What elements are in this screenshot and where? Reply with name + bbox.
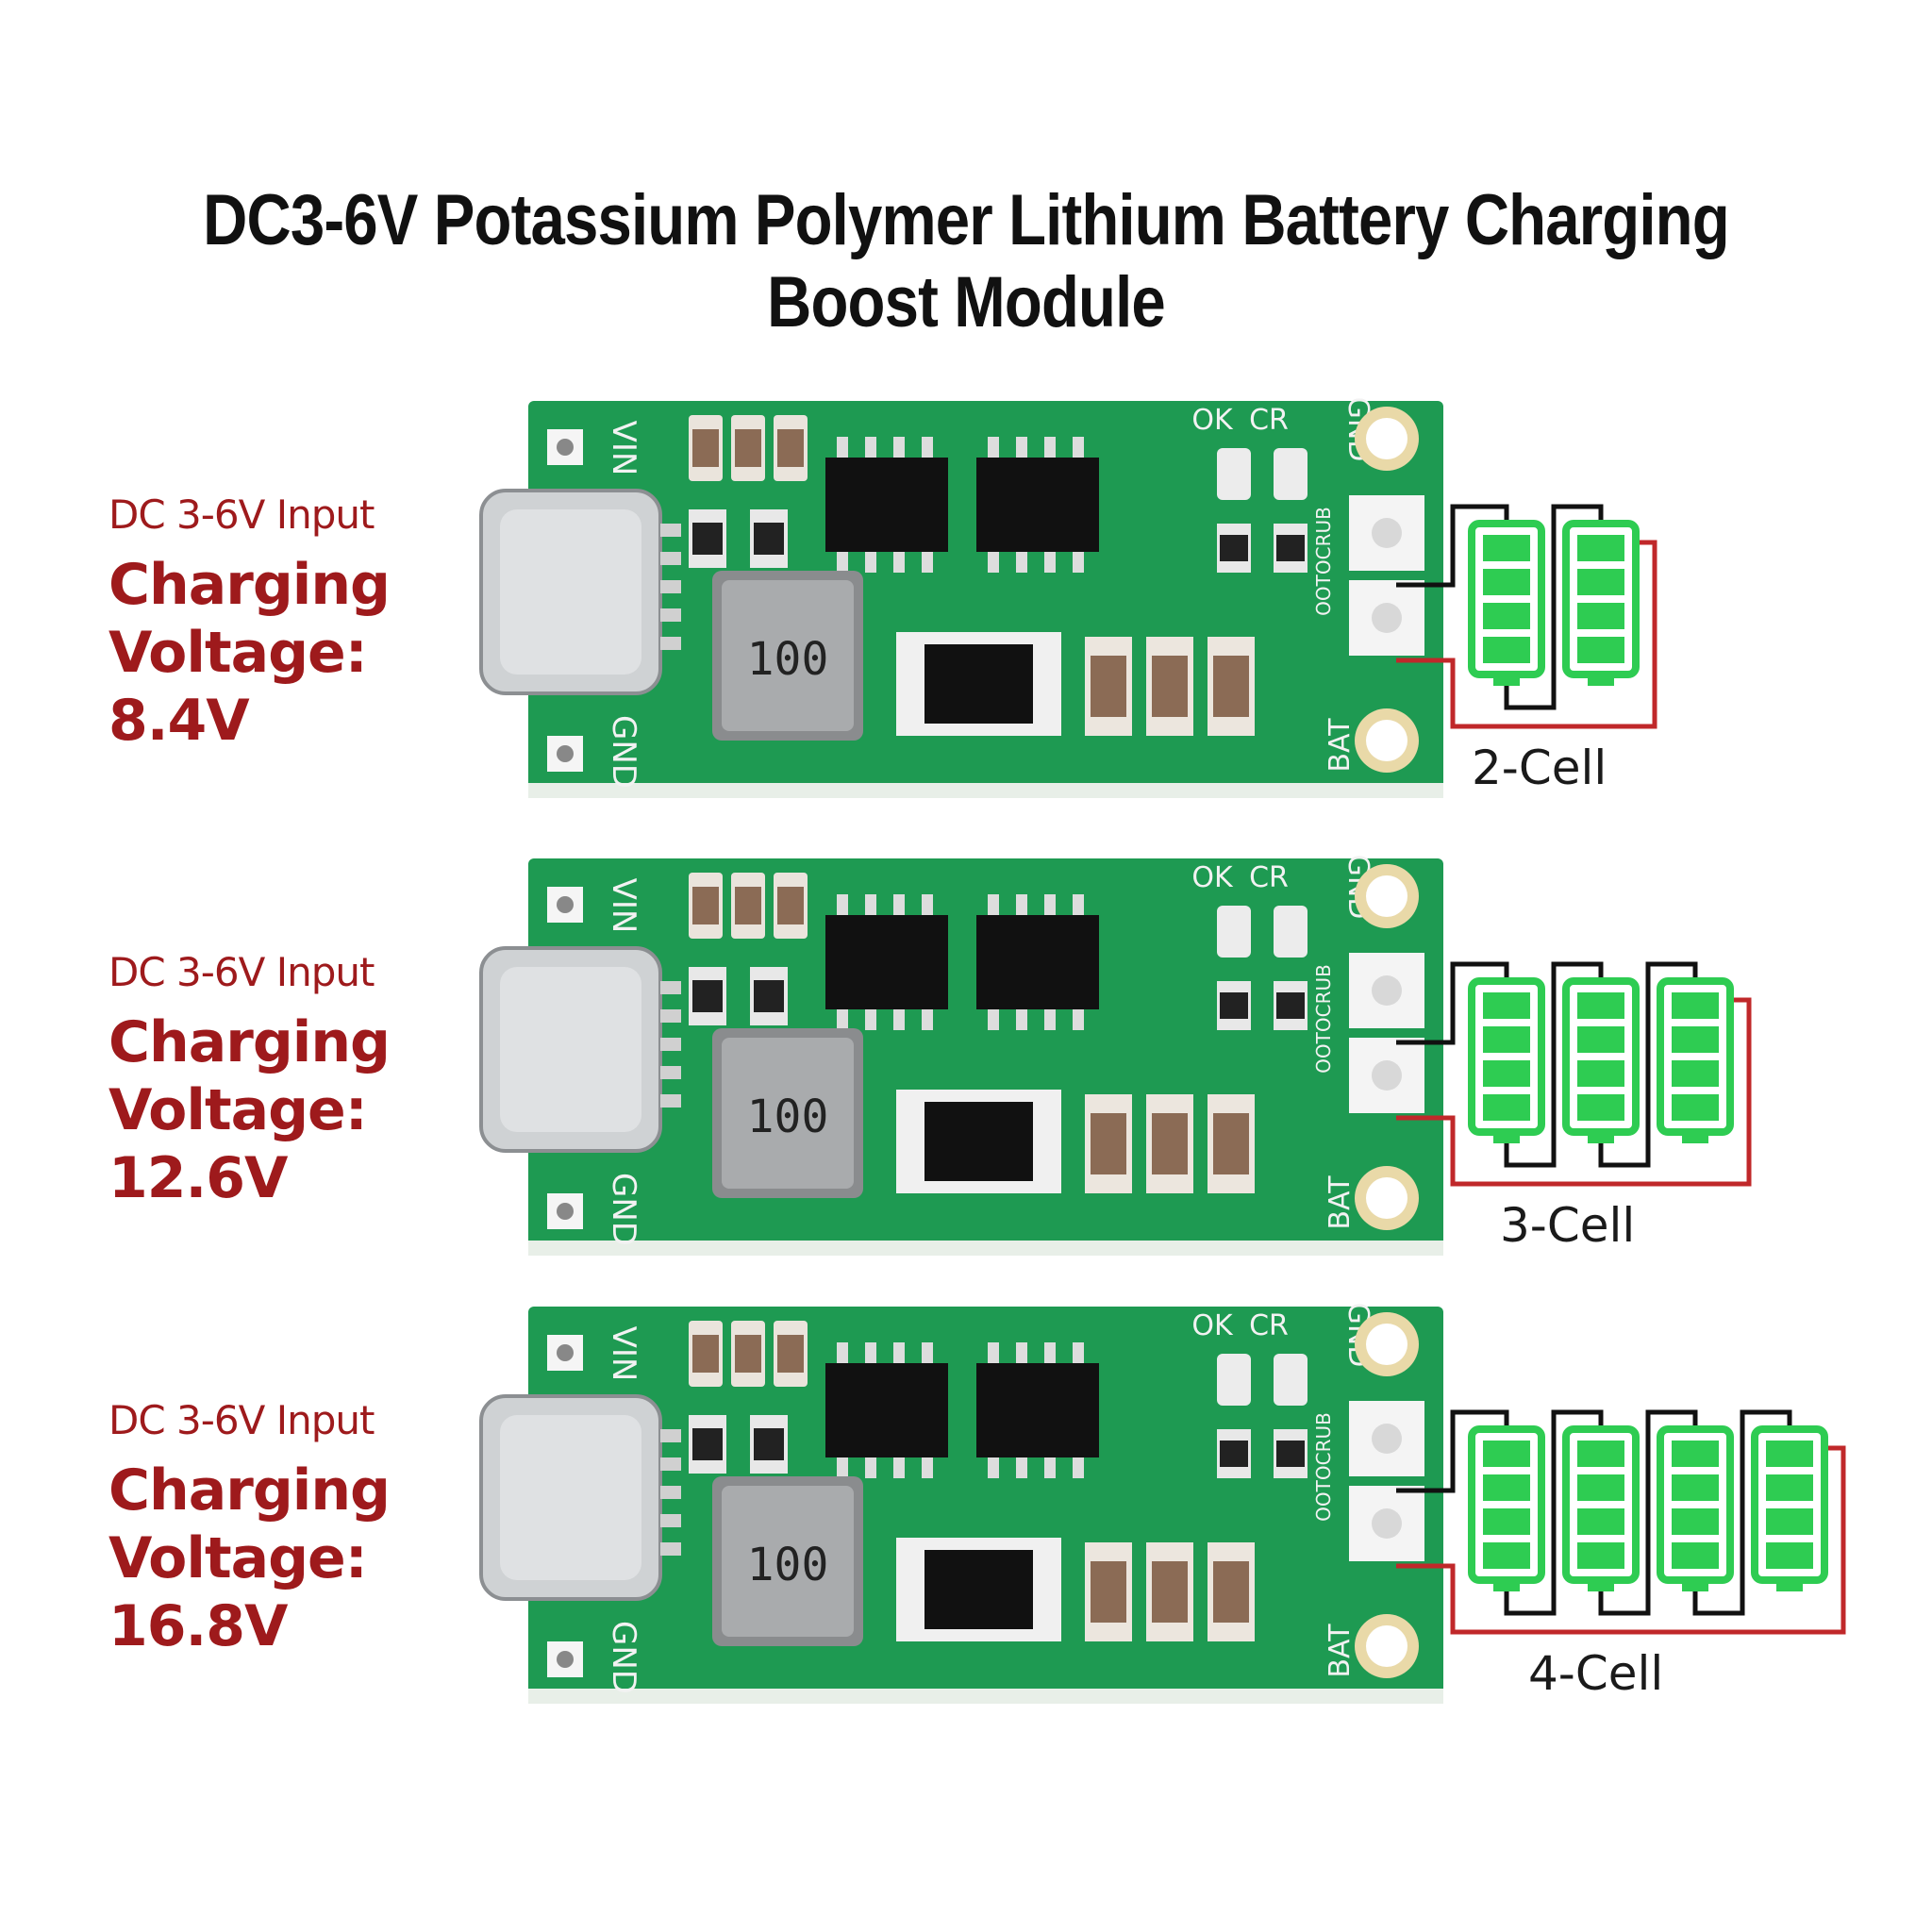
battery-cell-icon: [1468, 977, 1545, 1143]
bat-label: BAT: [1324, 718, 1357, 773]
occ-label: OOTOCRUB: [1312, 1412, 1335, 1522]
charging-voltage-text: Charging: [108, 552, 391, 618]
vin-label: VIN: [605, 878, 642, 934]
status-led: [1274, 906, 1307, 958]
battery-cell-icon: [1562, 1425, 1640, 1591]
inductor-marking: 100: [747, 1539, 829, 1591]
gnd-label: GND: [605, 1621, 642, 1694]
cell-count-label: 4-Cell: [1528, 1646, 1664, 1701]
battery-cell-icon: [1468, 520, 1545, 686]
ic-chip: [976, 458, 1099, 552]
status-led: [1217, 1354, 1251, 1406]
ic-chip: [825, 458, 948, 552]
cr-label: CR: [1249, 861, 1289, 894]
status-led: [1274, 448, 1307, 500]
battery-series-diagram: [1396, 961, 1752, 1187]
cell-count-label: 3-Cell: [1500, 1198, 1636, 1253]
charging-voltage-value: 8.4V: [108, 688, 250, 754]
inductor-marking: 100: [747, 1091, 829, 1143]
ok-label: OK: [1191, 404, 1234, 437]
ic-chip: [825, 1363, 948, 1457]
ic-chip: [976, 1363, 1099, 1457]
charger-board-photo: VINGNDRCSOKCRGNDOOTOCRUBBAT100: [479, 397, 1443, 798]
input-range-text: DC 3-6V Input: [108, 1397, 375, 1443]
battery-cell-icon: [1657, 977, 1734, 1143]
status-led: [1217, 448, 1251, 500]
page-title: DC3-6V Potassium Polymer Lithium Battery…: [203, 180, 1729, 342]
cr-label: CR: [1249, 404, 1289, 437]
cr-label: CR: [1249, 1309, 1289, 1342]
module-row: DC 3-6V InputChargingVoltage:8.4VVINGNDR…: [0, 397, 1932, 835]
occ-label: OOTOCRUB: [1312, 964, 1335, 1074]
diode: [924, 1102, 1033, 1181]
ok-label: OK: [1191, 1309, 1234, 1342]
battery-series-diagram: [1396, 1409, 1846, 1635]
ok-label: OK: [1191, 861, 1234, 894]
battery-cell-icon: [1468, 1425, 1545, 1591]
charging-voltage-text: Voltage:: [108, 620, 368, 686]
charger-board-photo: VINGNDRCSOKCRGNDOOTOCRUBBAT100: [479, 855, 1443, 1256]
charging-voltage-text: Charging: [108, 1457, 391, 1524]
ic-chip: [976, 915, 1099, 1009]
charging-voltage-value: 16.8V: [108, 1593, 288, 1659]
status-led: [1274, 1354, 1307, 1406]
bat-label: BAT: [1324, 1624, 1357, 1678]
cell-count-label: 2-Cell: [1472, 741, 1607, 795]
input-range-text: DC 3-6V Input: [108, 491, 375, 538]
vin-label: VIN: [605, 421, 642, 476]
inductor-marking: 100: [747, 633, 829, 686]
diode: [924, 1550, 1033, 1629]
ic-chip: [825, 915, 948, 1009]
battery-cell-icon: [1562, 520, 1640, 686]
vin-label: VIN: [605, 1326, 642, 1382]
input-range-text: DC 3-6V Input: [108, 949, 375, 995]
diode: [924, 644, 1033, 724]
charging-voltage-text: Voltage:: [108, 1525, 368, 1591]
battery-series-diagram: [1396, 504, 1657, 729]
gnd-label: GND: [605, 1173, 642, 1246]
gnd-label: GND: [605, 715, 642, 789]
charger-board-photo: VINGNDRCSOKCRGNDOOTOCRUBBAT100: [479, 1303, 1443, 1704]
occ-label: OOTOCRUB: [1312, 507, 1335, 616]
battery-cell-icon: [1657, 1425, 1734, 1591]
bat-label: BAT: [1324, 1175, 1357, 1230]
charging-voltage-text: Charging: [108, 1009, 391, 1075]
status-led: [1217, 906, 1251, 958]
battery-cell-icon: [1562, 977, 1640, 1143]
charging-voltage-value: 12.6V: [108, 1145, 288, 1211]
battery-cell-icon: [1751, 1425, 1828, 1591]
charging-voltage-text: Voltage:: [108, 1077, 368, 1143]
